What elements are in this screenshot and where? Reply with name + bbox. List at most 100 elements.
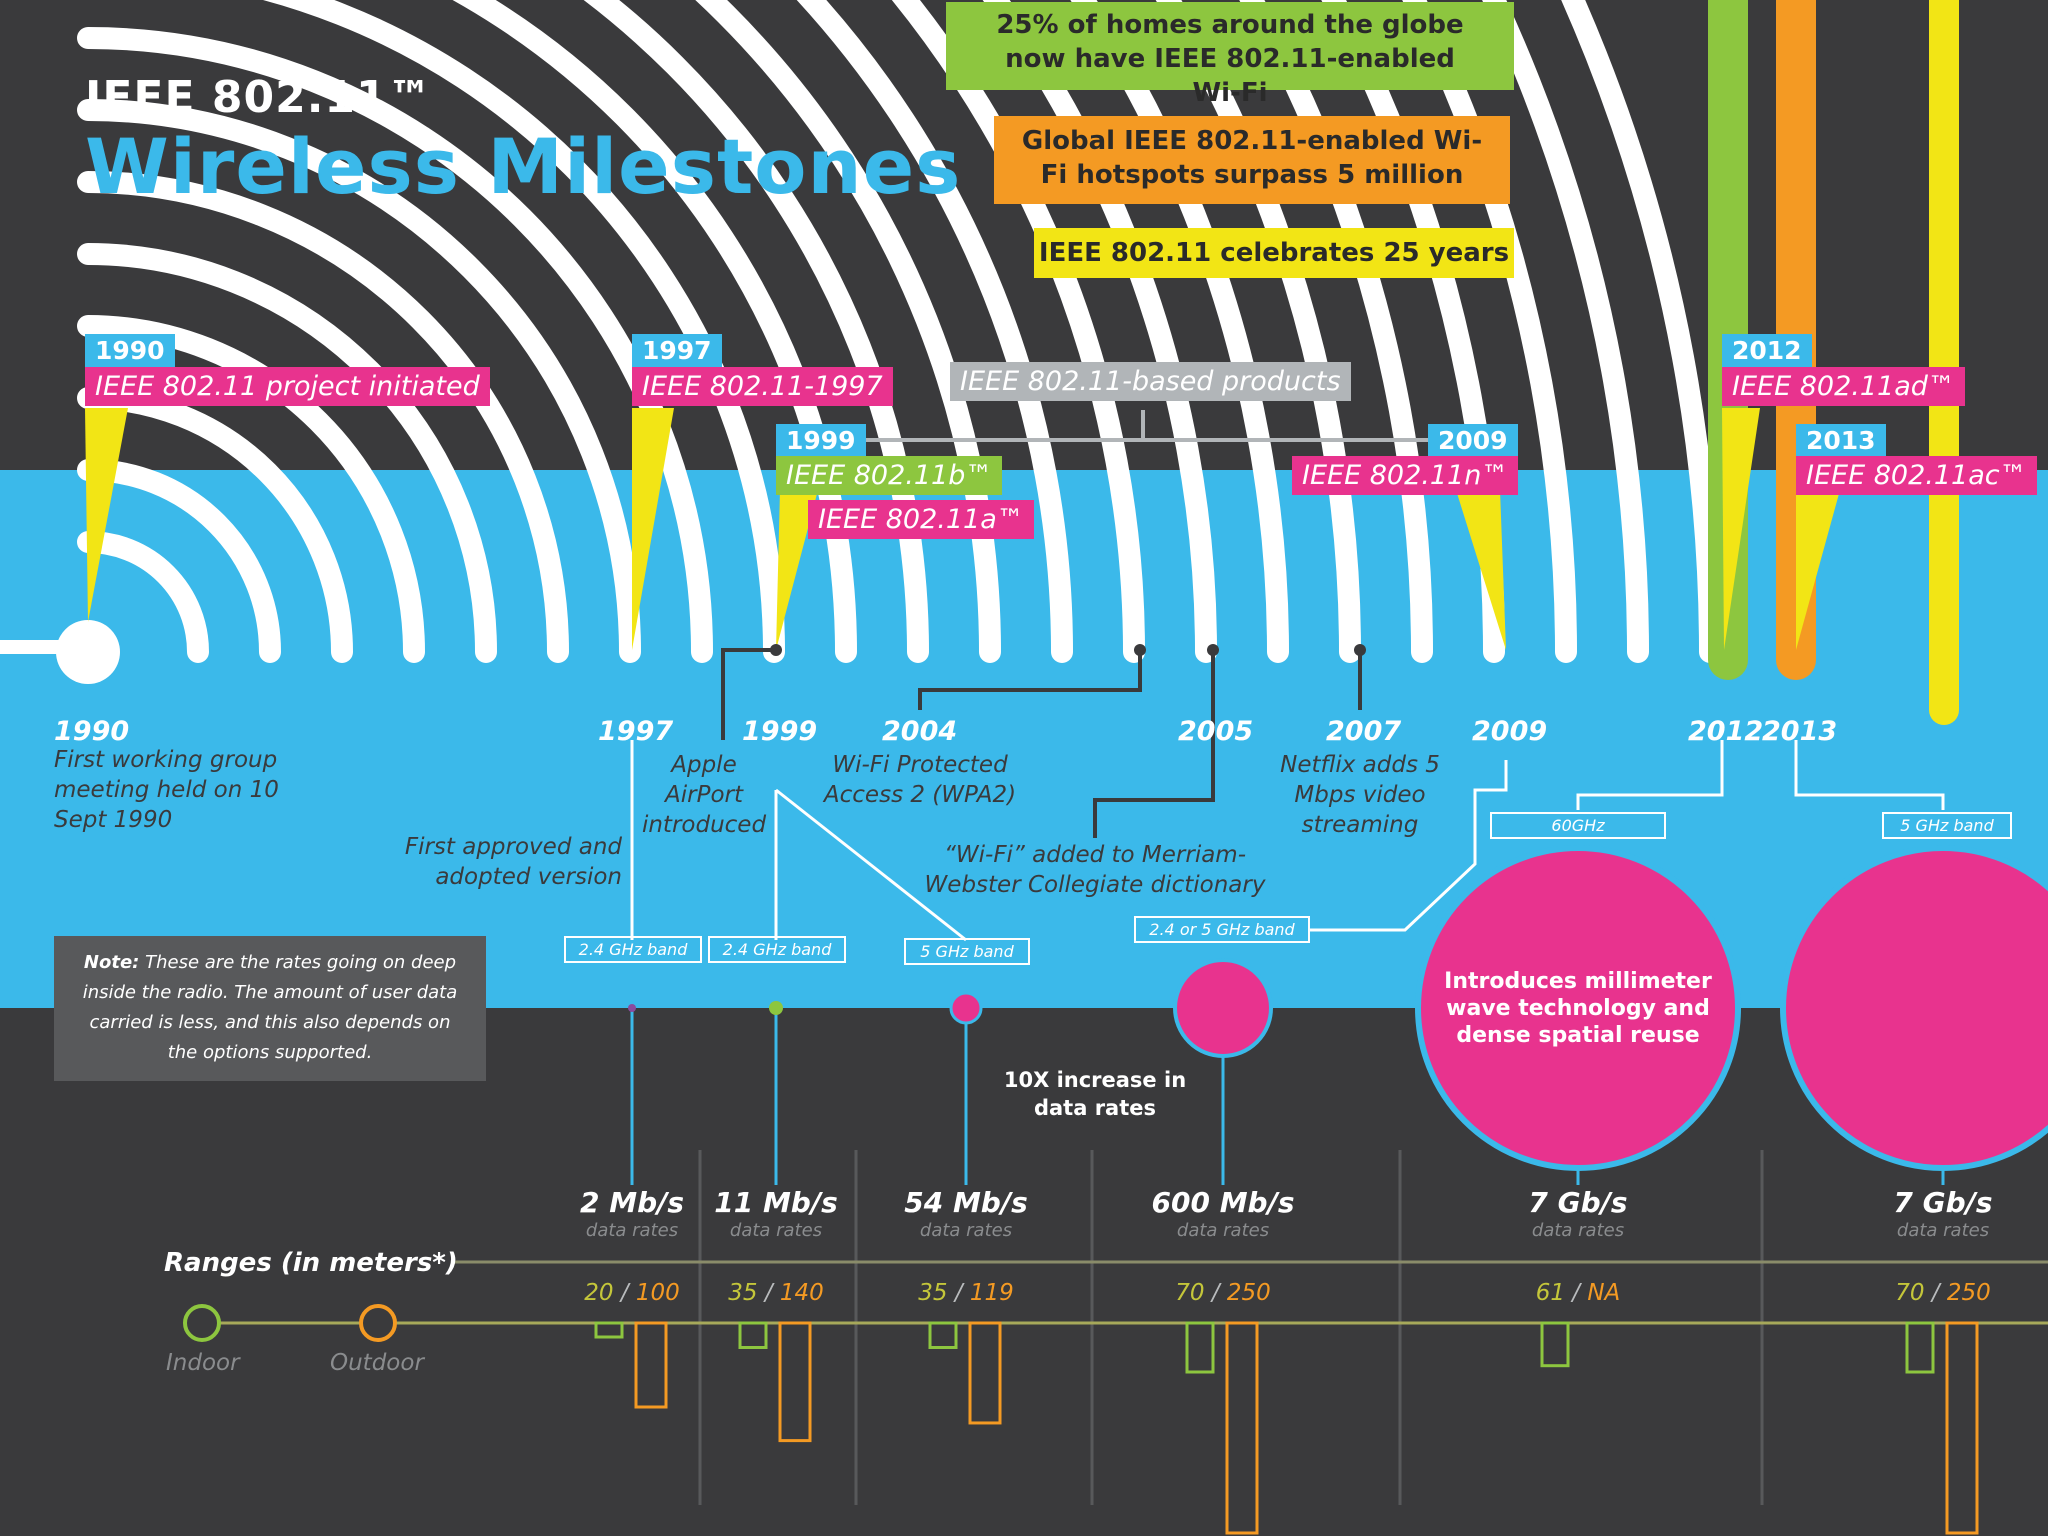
pointer-2009 [1456,490,1506,650]
banner-hotspots-text: Global IEEE 802.11-enabled Wi-Fi hotspot… [1021,126,1483,190]
timeline-year-2009: 2009 [1472,716,1548,747]
note-text: These are the rates going on deep inside… [82,952,458,1063]
pointer-1997 [632,408,674,650]
rate-sub-1997: data rates [585,1220,679,1241]
outdoor-range-bar [968,1321,1002,1425]
timeline-event-2005: “Wi-Fi” added to Merriam-Webster Collegi… [924,842,1266,898]
event-connectors [721,648,1362,838]
indoor-range-bar [1905,1321,1935,1374]
year-tag-2013: 2013 [1796,424,1886,457]
wifi-arc [77,99,641,663]
wifi-arc [1402,0,1577,663]
timeline-event-1990: First working group meeting held on 10 S… [54,747,279,833]
std-tag-1999-b: IEEE 802.11b™ [776,456,1003,495]
timeline-year-2007: 2007 [1326,716,1402,747]
range-indoor-2013: 70 [1895,1280,1925,1306]
ranges-title: Ranges (in meters*) [164,1248,458,1278]
timeline-year-2005: 2005 [1178,716,1254,747]
year-tag-1997: 1997 [632,334,722,367]
indoor-range-bar [928,1321,958,1349]
rate-dot-2mbps [628,1004,636,1012]
range-separator: / [954,1280,963,1306]
year-tag-2009: 2009 [1428,424,1518,457]
rate-circle-600mbps [1173,958,1273,1058]
rate-sub-2009: data rates [1176,1220,1270,1241]
range-separator: / [1211,1280,1220,1306]
range-outdoor-2012: NA [1587,1280,1621,1306]
band-label-600mbps: 2.4 or 5 GHz band [1134,916,1310,943]
rate-circle-7gbps-ac [1780,845,2048,1171]
indoor-range-bar [1540,1321,1570,1368]
range-indoor-1999-a: 35 [918,1280,948,1306]
rate-circle-7gbps-ad [1415,845,1741,1171]
rate-dot-54mbps [949,991,983,1025]
rate-sub-2013: data rates [1896,1220,1990,1241]
note-label: Note: [83,952,140,973]
event-dots [770,644,1366,656]
column-dividers [698,1150,1764,1505]
outdoor-legend-marker [359,1304,397,1342]
wifi-arc [583,0,929,663]
std-tag-2013: IEEE 802.11ac™ [1796,456,2037,495]
range-indoor-2012: 61 [1535,1280,1565,1306]
wifi-arc [77,27,713,663]
products-bracket [856,410,1432,460]
std-tag-2009: IEEE 802.11n™ [1292,456,1519,495]
timeline-year-1990: 1990 [54,716,130,747]
banner-25-years: IEEE 802.11 celebrates 25 years [1034,228,1514,278]
std-tag-1999-a: IEEE 802.11a™ [808,500,1034,539]
band-label-60ghz: 60GHz [1490,812,1666,839]
rate-1997: 2 Mb/s [579,1186,685,1219]
pointer-2013 [1796,490,1840,650]
pointer-1990 [85,408,128,622]
rate-dot-11mbps [769,1001,783,1015]
range-1999-b: 35 / 140 [691,1280,861,1306]
wifi-arc [1561,0,1721,663]
indoor-legend-marker [183,1304,221,1342]
range-1997: 20 / 100 [547,1280,717,1306]
range-separator: / [620,1280,629,1306]
pointer-2012 [1722,408,1760,650]
increase-label: 10X increase in data rates [1003,1068,1187,1120]
wifi-arc [796,0,1073,663]
range-separator: / [764,1280,773,1306]
rate-sub-2012: data rates [1531,1220,1625,1241]
wifi-arc [77,459,281,663]
range-2012: 61 / NA [1493,1280,1663,1306]
outdoor-range-bar [1945,1321,1979,1535]
timeline-year-1999: 1999 [742,716,818,747]
outdoor-range-bar [1225,1321,1259,1535]
banner-homes: 25% of homes around the globe now have I… [946,2,1514,108]
banner-hotspots: Global IEEE 802.11-enabled Wi-Fi hotspot… [994,116,1510,204]
timeline-year-2012: 2012 [1688,716,1764,747]
indoor-range-bar [594,1321,624,1339]
pointer-1999 [776,490,818,650]
rate-2013: 7 Gb/s [1893,1186,1993,1219]
range-indoor-2009: 70 [1175,1280,1205,1306]
std-tag-1990: IEEE 802.11 project initiated [85,367,490,406]
outdoor-range-bar [778,1321,812,1443]
year-tag-1990: 1990 [85,334,175,367]
range-indoor-1997: 20 [584,1280,614,1306]
range-outdoor-1999-b: 140 [779,1280,824,1306]
year-tag-2012: 2012 [1722,334,1812,367]
range-1999-a: 35 / 119 [881,1280,1051,1306]
note-box: Note: These are the rates going on deep … [54,936,486,1081]
indoor-label: Indoor [166,1350,240,1376]
rate-2009: 600 Mb/s [1151,1186,1295,1219]
range-bars [594,1321,1979,1535]
rate-1999-b: 11 Mb/s [714,1186,838,1219]
band-label-11mbps: 2.4 GHz band [708,936,846,963]
wifi-arc [1482,0,1649,663]
range-outdoor-1999-a: 119 [969,1280,1014,1306]
rate-1999-a: 54 Mb/s [904,1186,1028,1219]
range-separator: / [1572,1280,1581,1306]
rate-sub-1999-b: data rates [729,1220,823,1241]
page-title: Wireless Milestones [85,122,962,211]
wifi-arc [1239,0,1433,663]
std-tag-1997: IEEE 802.11-1997 [632,367,893,406]
outdoor-range-bar [634,1321,668,1409]
wifi-arc [1155,0,1361,663]
